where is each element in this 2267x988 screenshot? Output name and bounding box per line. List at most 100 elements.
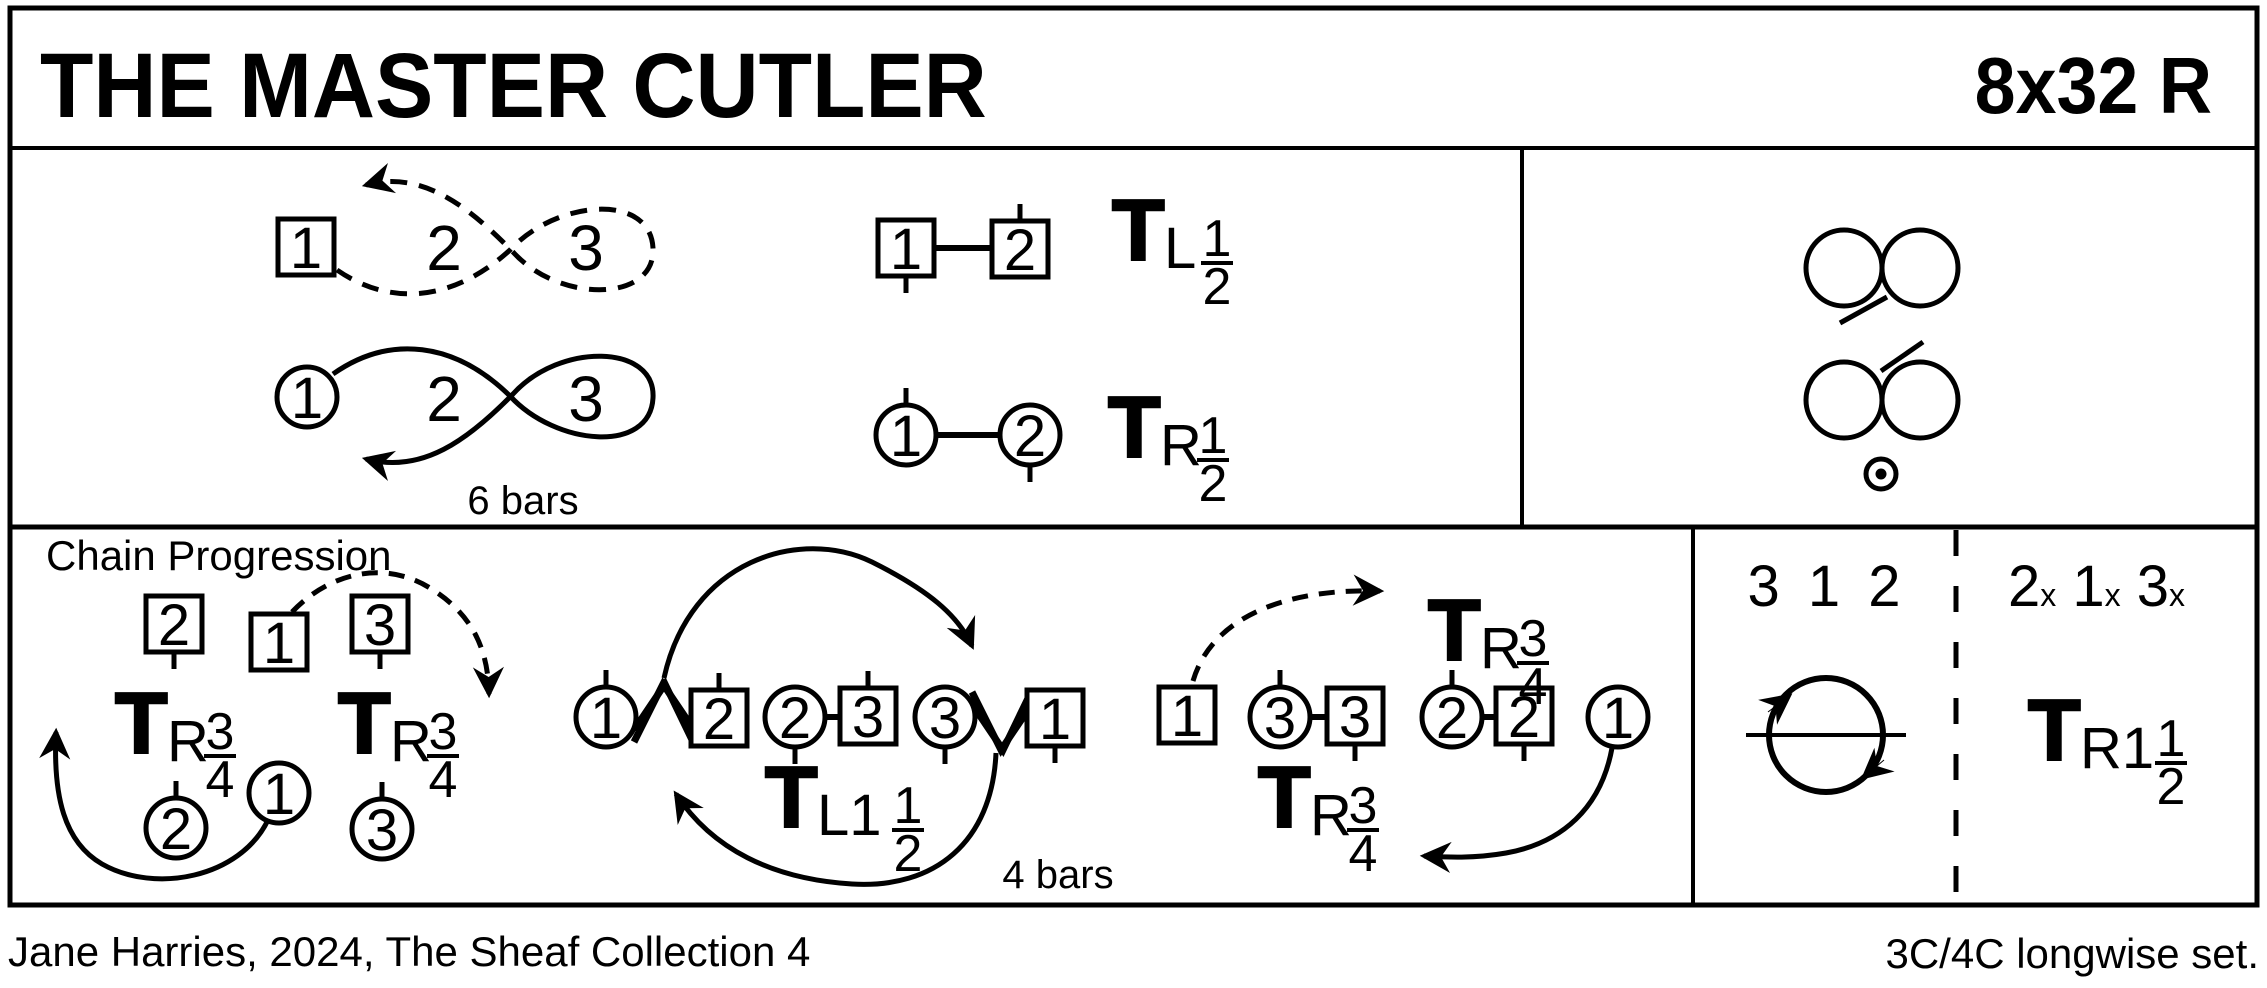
- turn-women-1-number: 1: [890, 404, 922, 469]
- turn-left-1-and-half-sub: L1: [817, 783, 882, 848]
- g2-woman-2-shape: [1419, 684, 1485, 750]
- turn-right-1-and-half-T: T: [2028, 683, 2081, 779]
- g1-woman-3: 3: [912, 684, 978, 764]
- turn-right-34-bottom-den: 4: [1349, 825, 1378, 883]
- fig8-women-pos2: 2: [426, 363, 462, 435]
- chain-woman-2-number: 2: [160, 797, 192, 862]
- fig8-men-start-number: 1: [290, 216, 322, 281]
- women-figure8-solid-path: [331, 346, 656, 482]
- fig8-women-start: 1: [274, 364, 340, 431]
- g1-man-2: 2: [688, 673, 750, 752]
- g2-man-2-shape: [1493, 685, 1555, 747]
- dot-circle-symbol: [1863, 456, 1899, 492]
- g1-woman-1: 1: [573, 670, 639, 751]
- turn-left-1-and-half-num: 1: [894, 777, 923, 835]
- turn-right-34-bottom-num: 3: [1349, 777, 1378, 835]
- chain-woman-1-number: 1: [263, 762, 295, 827]
- turn-right-1-and-half-sub: R1: [2080, 716, 2154, 781]
- g2-woman-2-number: 2: [1436, 686, 1468, 751]
- chain-woman-3-shape: [349, 796, 415, 862]
- pair-connectors: [823, 245, 1499, 720]
- g1-woman-2-number: 2: [779, 686, 811, 751]
- turn-left-1-and-half-den: 2: [894, 825, 923, 883]
- g2-man-3-shape: [1324, 685, 1386, 747]
- turn-women-1-shape: [873, 402, 939, 468]
- turn-right-1-and-half-den: 2: [2157, 758, 2186, 816]
- turn-right-1-and-half-num: 1: [2157, 710, 2186, 768]
- chain-man-2-number: 2: [158, 593, 190, 658]
- turn-women-2: 2: [997, 402, 1063, 482]
- g1-man-2-number: 2: [703, 687, 735, 752]
- four-bars-label: 4 bars: [1002, 853, 1113, 897]
- chain-man-3-number: 3: [364, 593, 396, 658]
- chain-woman-2: 2: [143, 781, 209, 862]
- turn-right-34-bottom-sub: R: [1310, 783, 1352, 848]
- turn-women-2-number: 2: [1014, 404, 1046, 469]
- g1-man-1-number: 1: [1039, 687, 1071, 752]
- fig8-men-start: 1: [275, 216, 337, 281]
- chain-man-3: 3: [349, 593, 411, 669]
- chain-turn-right-34-left-den: 4: [206, 751, 235, 809]
- g2-man-3: 3: [1324, 685, 1386, 761]
- fig8-women-start-shape: [274, 364, 340, 430]
- g2-cast-solid-arc: [1419, 747, 1615, 873]
- chain-woman-2-shape: [143, 795, 209, 861]
- turn-left-half-num: 1: [1203, 210, 1232, 268]
- outer-border: [7, 5, 2260, 908]
- fig8-women-start-number: 1: [291, 366, 323, 431]
- chain-turn-right-34-left-T: T: [115, 676, 168, 772]
- turn-men-1-number: 1: [890, 217, 922, 282]
- chain-turn-right-34-left-sub: R: [167, 709, 209, 774]
- turn-right-34-bottom-T: T: [1258, 750, 1311, 846]
- turn-women-1: 1: [873, 388, 939, 469]
- turn-right-34-top-num: 3: [1519, 610, 1548, 668]
- final-order-label: 2x 1x 3x: [2008, 554, 2185, 619]
- fig8-men-pos2: 2: [426, 212, 462, 284]
- cross-symbol-g1-left: [630, 676, 698, 746]
- turn-left-half-T: T: [1112, 183, 1165, 279]
- g2-man-2: 2: [1493, 685, 1555, 761]
- fig8-men-pos3: 3: [568, 212, 604, 284]
- chain-woman-1: 1: [246, 760, 312, 827]
- chain-man-1-number: 1: [263, 611, 295, 676]
- chain-turn-right-34-right-den: 4: [429, 751, 458, 809]
- turn-left-half-sub: L: [1164, 216, 1196, 281]
- g1-man-3-shape: [837, 685, 899, 747]
- progression-order-label: 3 1 2: [1748, 554, 1907, 619]
- g2-man-1-shape: [1156, 684, 1218, 746]
- chain-man-2: 2: [143, 593, 205, 669]
- chain-turn-right-34-right-num: 3: [429, 703, 458, 761]
- turn-men-1: 1: [875, 217, 937, 293]
- couples-loops-symbol: [1803, 227, 1961, 492]
- six-bars-label: 6 bars: [467, 479, 578, 523]
- g2-cast-dashed-arc: [1190, 574, 1385, 682]
- turn-right-34-top-sub: R: [1480, 616, 1522, 681]
- g1-man-1-shape: [1024, 687, 1086, 749]
- g1-man-2-shape: [688, 687, 750, 749]
- grid-borders: [7, 5, 2260, 908]
- rotate-order-symbol: [1746, 675, 1906, 795]
- g1-man-1: 1: [1024, 687, 1086, 763]
- turn-right-half-T: T: [1108, 380, 1161, 476]
- fig8-women-pos3: 3: [568, 363, 604, 435]
- g2-man-3-number: 3: [1339, 685, 1371, 750]
- chain-turn-right-34-right-T: T: [338, 676, 391, 772]
- g1-woman-1-number: 1: [590, 686, 622, 751]
- g2-woman-2: 2: [1419, 670, 1485, 751]
- g2-woman-1-number: 1: [1602, 686, 1634, 751]
- chain-man-2-shape: [143, 593, 205, 655]
- chain-cast-solid-arc: [39, 727, 271, 882]
- fig8-men-start-shape: [275, 216, 337, 278]
- turn-left-1-and-half-T: T: [765, 750, 818, 846]
